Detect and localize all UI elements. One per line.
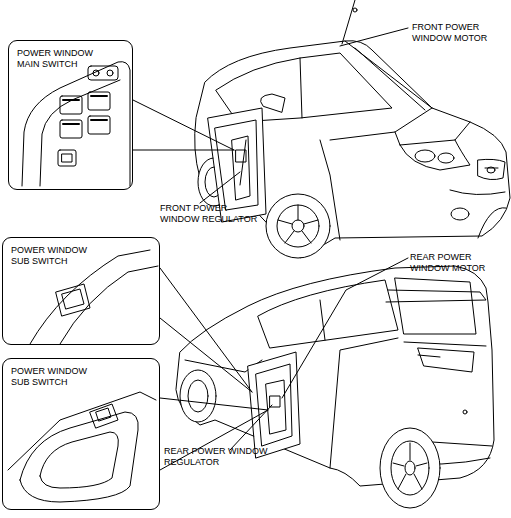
part-label: REAR POWER WINDOW REGULATOR	[164, 446, 270, 468]
part-label: FRONT POWER WINDOW REGULATOR	[160, 203, 266, 225]
inset-title: POWER WINDOW MAIN SWITCH	[17, 48, 107, 70]
part-label: REAR POWER WINDOW MOTOR	[410, 252, 502, 274]
tail-lamp	[418, 348, 474, 372]
window-regulator	[266, 380, 286, 434]
inset-box: POWER WINDOW MAIN SWITCH	[8, 40, 133, 190]
window-regulator	[232, 136, 250, 200]
inset-title: POWER WINDOW SUB SWITCH	[11, 366, 101, 388]
inset-box: POWER WINDOW SUB SWITCH	[2, 237, 160, 345]
main-switch-artwork	[22, 62, 130, 186]
rear-door-open	[248, 352, 300, 458]
rear-car-wheels	[180, 370, 440, 508]
door-mirror	[260, 94, 285, 112]
inset-box: POWER WINDOW SUB SWITCH	[2, 358, 160, 510]
leader-line	[133, 0, 408, 470]
sub-switch-artwork	[8, 392, 156, 502]
inset-background	[2, 40, 160, 510]
inset-title: POWER WINDOW SUB SWITCH	[11, 245, 101, 267]
part-label: FRONT POWER WINDOW MOTOR	[412, 22, 504, 44]
